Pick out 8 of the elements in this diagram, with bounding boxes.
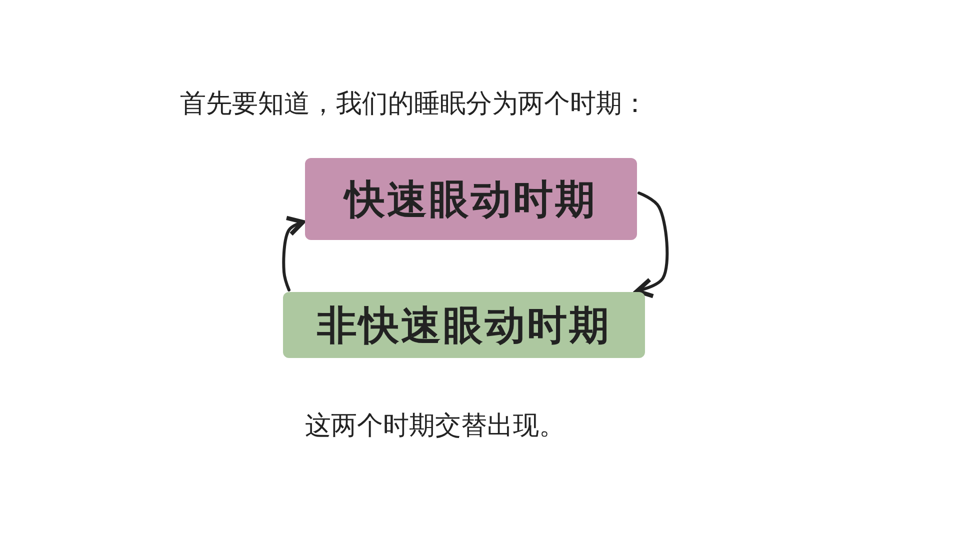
box-label: 非快速眼动时期 (317, 302, 611, 350)
arrow (634, 192, 669, 298)
label-box (305, 158, 637, 240)
box-label: 快速眼动时期 (345, 176, 597, 224)
label-box (283, 292, 645, 358)
arrow (282, 216, 306, 292)
heading: 首先要知道，我们的睡眠分为两个时期： (180, 88, 648, 121)
note-text: 这两个时期交替出现。 (305, 410, 565, 443)
